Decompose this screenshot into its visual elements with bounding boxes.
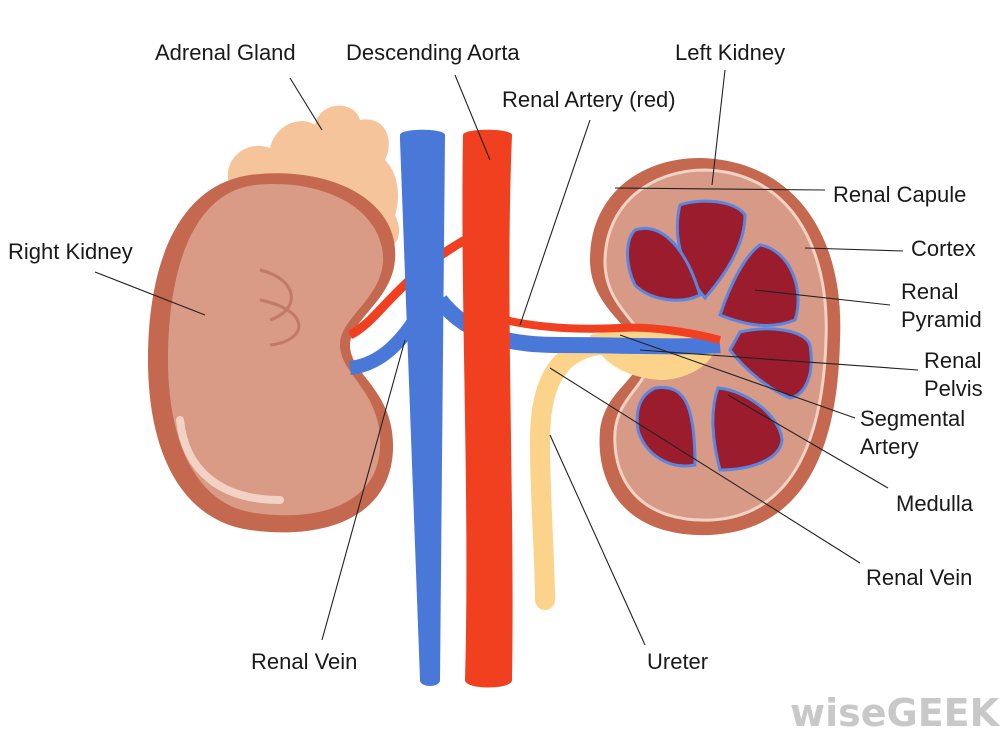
label-renal-vein-left: Renal Vein [251,649,357,674]
renal-artery-left [504,316,722,344]
highlight [176,416,284,504]
vena-cava [400,129,445,686]
label-renal-pelvis-1: Renal [924,348,981,373]
watermark-logo: wiseGEEK [790,691,1000,735]
label-segmental-artery-2: Artery [860,434,919,459]
label-medulla: Medulla [896,491,974,516]
kidney-folds [259,268,301,347]
label-renal-capsule: Renal Capule [833,182,966,207]
label-renal-vein-right: Renal Vein [866,565,972,590]
label-renal-pyramid-1: Renal [901,279,958,304]
label-ureter: Ureter [647,649,708,674]
label-renal-pelvis-2: Pelvis [924,376,983,401]
label-cortex: Cortex [911,236,976,261]
leader-lines [94,69,919,646]
right-kidney-inner [168,184,384,516]
label-adrenal-gland: Adrenal Gland [155,40,296,65]
ureter [529,335,610,610]
label-renal-artery: Renal Artery (red) [502,87,676,112]
descending-aorta [462,129,513,688]
renal-pyramids [626,199,813,472]
label-segmental-artery-1: Segmental [860,406,965,431]
label-right-kidney: Right Kidney [8,239,133,264]
label-renal-pyramid-2: Pyramid [901,307,982,332]
label-descending-aorta: Descending Aorta [346,40,520,65]
label-left-kidney: Left Kidney [675,40,785,65]
